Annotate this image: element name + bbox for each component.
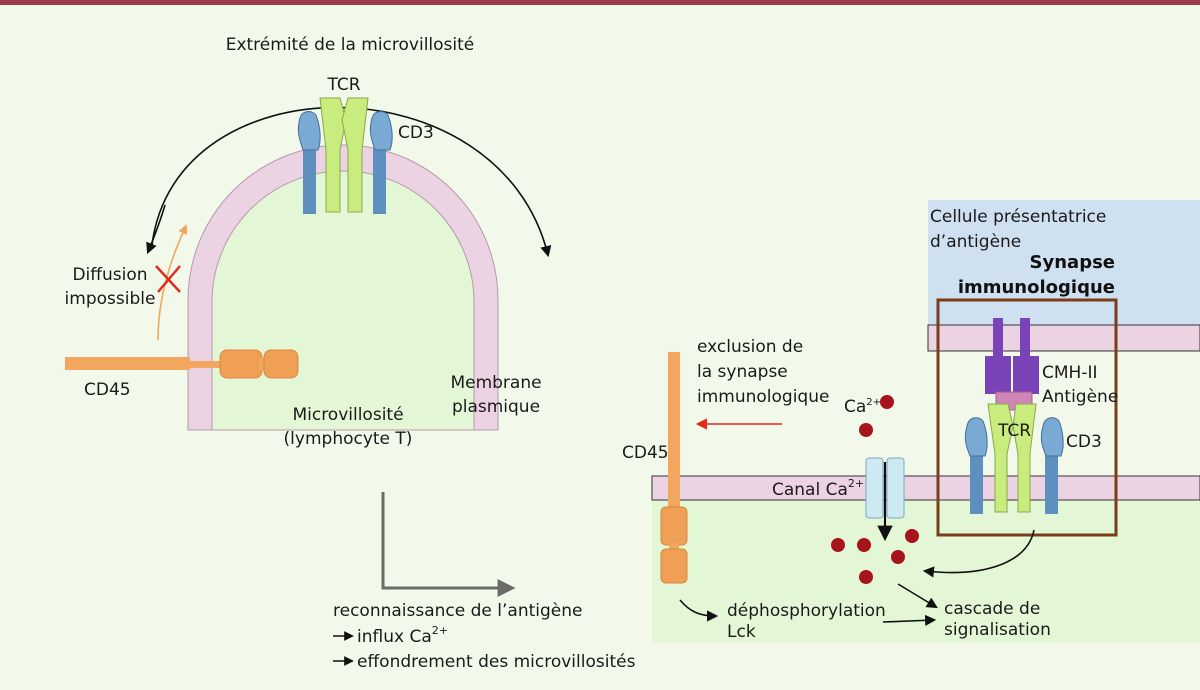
dephos-cascade-arrow xyxy=(882,614,937,626)
tcr-left xyxy=(319,97,369,213)
influx-line: influx Ca2+ xyxy=(333,624,448,647)
cd3-left-pair xyxy=(297,111,393,214)
mhc-label: CMH-II xyxy=(1042,363,1097,383)
collapse-label: effondrement des microvillosités xyxy=(357,652,636,672)
apc-label-1: Cellule présentatrice xyxy=(930,207,1106,227)
recognition-label: reconnaissance de l’antigène xyxy=(333,601,582,621)
microvillus-label-1: Microvillosité xyxy=(292,405,403,425)
canal-label: Canal Ca2+ xyxy=(772,477,864,500)
microvillus-cytoplasm xyxy=(211,170,475,431)
cd45-left xyxy=(65,349,299,379)
apc-membrane xyxy=(927,324,1200,352)
influx-label: influx Ca2+ xyxy=(357,624,448,647)
top-bar xyxy=(0,0,1200,5)
exclusion-label-2: la synapse xyxy=(697,362,788,382)
antigen-label: Antigène xyxy=(1042,387,1118,407)
tcr-signal-arrow xyxy=(922,529,1035,578)
cd45-right-label: CD45 xyxy=(622,443,669,463)
cd3-right-label: CD3 xyxy=(1066,432,1102,452)
dephos-label-1: déphosphorylation xyxy=(727,601,886,621)
calcium-cascade-arrow xyxy=(897,583,938,609)
transition-arrow xyxy=(381,492,516,597)
cd3-left-label: CD3 xyxy=(398,123,434,143)
membrane-label-1: Membrane xyxy=(450,373,541,393)
tip-arc-arrow-start xyxy=(146,204,166,255)
apc-region xyxy=(928,200,1200,325)
cd3-right-pair xyxy=(964,417,1064,514)
synapse-label-2: immunologique xyxy=(958,277,1115,298)
microvillus-label-2: (lymphocyte T) xyxy=(284,429,413,449)
ca-label: Ca2+ xyxy=(844,397,881,417)
dephos-label-2: Lck xyxy=(727,622,756,642)
cascade-label-2: signalisation xyxy=(944,620,1051,640)
tcr-left-label: TCR xyxy=(326,75,360,95)
calcium-ions xyxy=(831,395,919,584)
diffusion-cross-icon xyxy=(155,265,181,293)
tcr-right xyxy=(987,403,1037,513)
cascade-label-1: cascade de xyxy=(944,599,1040,619)
cd45-dephos-arrow xyxy=(679,599,719,622)
tcr-right-label: TCR xyxy=(997,421,1031,441)
diffusion-label-2: impossible xyxy=(65,289,156,309)
collapse-line: effondrement des microvillosités xyxy=(333,652,636,672)
calcium-channel-icon xyxy=(865,457,905,542)
cd45-right xyxy=(660,352,688,584)
synapse-box xyxy=(936,298,1118,537)
synapse-label-1: Synapse xyxy=(1030,252,1115,273)
exclusion-label-1: exclusion de xyxy=(697,337,803,357)
tip-label: Extrémité de la microvillosité xyxy=(226,35,475,55)
exclusion-label-3: immunologique xyxy=(697,387,829,407)
mhc-ii xyxy=(985,318,1039,394)
tcell-membrane xyxy=(651,475,1200,501)
apc-label-2: d’antigène xyxy=(930,232,1021,252)
cd45-left-label: CD45 xyxy=(84,380,131,400)
diffusion-label-1: Diffusion xyxy=(72,265,147,285)
membrane-label-2: plasmique xyxy=(452,397,540,417)
